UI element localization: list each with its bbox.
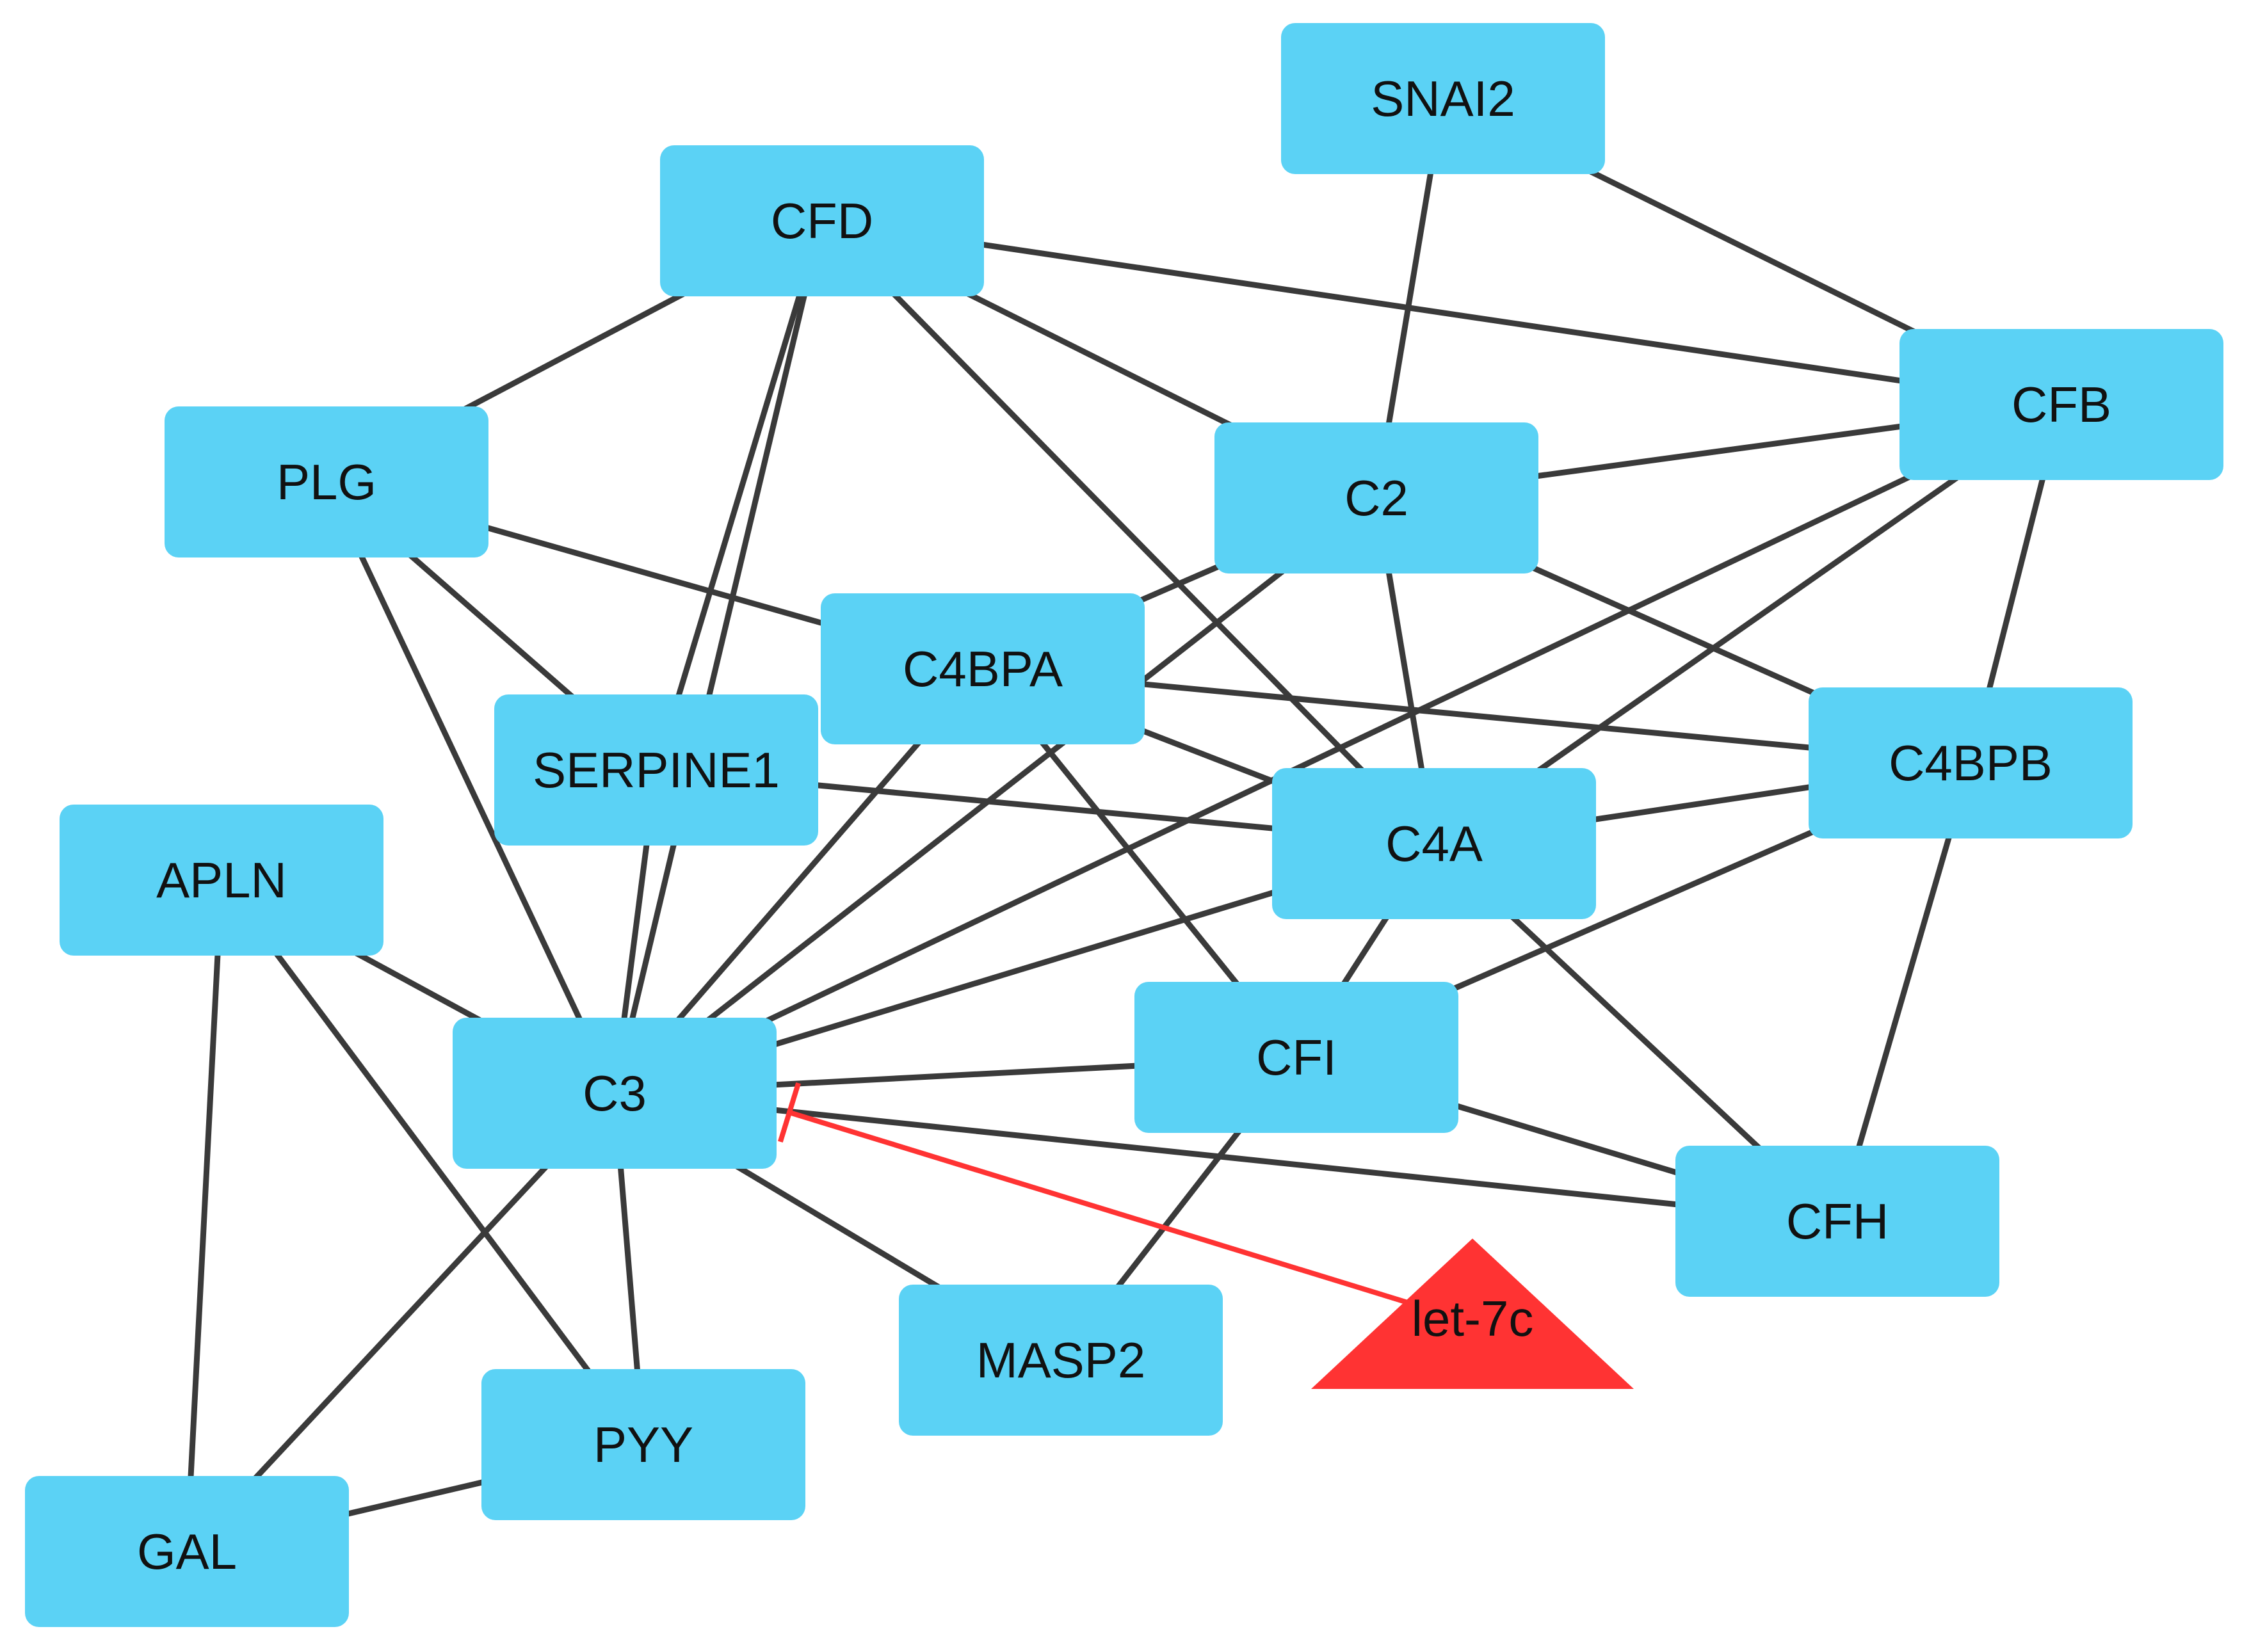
edge-c3-gal	[184, 1091, 617, 1554]
node-c4bpb-shape	[1809, 687, 2133, 838]
node-label: CFB	[2012, 376, 2111, 433]
node-cfi-shape	[1134, 982, 1458, 1133]
node-c3-shape	[453, 1018, 777, 1169]
node-label: SERPINE1	[533, 742, 780, 798]
node-label: let-7c	[1412, 1290, 1534, 1347]
node-masp2-shape	[899, 1285, 1223, 1436]
edge-c2-c3	[613, 495, 1378, 1096]
node-gal[interactable]: GAL	[25, 1476, 349, 1627]
edge-let-7c-c3-tbar	[778, 1082, 801, 1143]
node-cfb[interactable]: CFB	[1899, 329, 2223, 480]
node-let-7c-shape	[1311, 1239, 1634, 1389]
node-c4bpa-shape	[821, 593, 1145, 744]
node-label: APLN	[156, 852, 287, 908]
node-c4bpa[interactable]: C4BPA	[821, 593, 1145, 744]
edge-cfd-c3	[611, 220, 825, 1095]
node-cfb-shape	[1899, 329, 2223, 480]
node-masp2[interactable]: MASP2	[899, 1285, 1223, 1436]
node-serpine1-shape	[494, 694, 818, 846]
node-label: CFH	[1786, 1193, 1889, 1249]
node-snai2-shape	[1281, 23, 1605, 174]
node-label: C2	[1344, 470, 1408, 526]
node-cfd[interactable]: CFD	[660, 145, 984, 296]
edge-cfd-c4a	[819, 218, 1437, 846]
node-label: C4BPA	[903, 641, 1063, 697]
edge-let-7c-c3	[788, 1110, 1461, 1321]
edge-plg-c3	[323, 481, 618, 1095]
edge-c3-cfh	[614, 1090, 1838, 1224]
node-label: C4BPB	[1889, 735, 2052, 791]
edge-c4bpb-cfh	[1834, 762, 1974, 1223]
node-label: GAL	[137, 1523, 237, 1580]
node-label: MASP2	[976, 1332, 1145, 1388]
edge-cfd-cfb	[821, 218, 2062, 408]
node-c4bpb[interactable]: C4BPB	[1809, 687, 2133, 838]
node-label: PLG	[277, 454, 376, 510]
node-c2-shape	[1214, 422, 1538, 573]
node-cfh[interactable]: CFH	[1675, 1146, 1999, 1297]
node-let-7c[interactable]: let-7c	[1311, 1239, 1634, 1389]
node-label: SNAI2	[1371, 70, 1515, 127]
node-serpine1[interactable]: SERPINE1	[494, 694, 818, 846]
node-gal-shape	[25, 1476, 349, 1627]
node-cfi[interactable]: CFI	[1134, 982, 1458, 1133]
edge-cfb-c3	[613, 401, 2063, 1096]
node-label: CFI	[1256, 1029, 1337, 1086]
node-apln[interactable]: APLN	[60, 805, 383, 956]
edge-apln-gal	[184, 879, 225, 1552]
edge-apln-pyy	[219, 878, 646, 1447]
node-label: C4A	[1385, 815, 1483, 872]
node-cfh-shape	[1675, 1146, 1999, 1297]
node-c4a-shape	[1272, 768, 1596, 919]
edge-c4bpa-c4bpb	[982, 666, 1971, 766]
node-pyy[interactable]: PYY	[481, 1369, 805, 1520]
node-label: PYY	[593, 1416, 693, 1473]
node-c2[interactable]: C2	[1214, 422, 1538, 573]
edge-cfd-serpine1	[653, 220, 825, 771]
node-c4a[interactable]: C4A	[1272, 768, 1596, 919]
node-c3[interactable]: C3	[453, 1018, 777, 1169]
node-cfd-shape	[660, 145, 984, 296]
node-label: CFD	[771, 193, 873, 249]
node-pyy-shape	[481, 1369, 805, 1520]
node-label: C3	[583, 1065, 647, 1121]
node-apln-shape	[60, 805, 383, 956]
node-plg[interactable]: PLG	[165, 406, 488, 557]
node-plg-shape	[165, 406, 488, 557]
node-snai2[interactable]: SNAI2	[1281, 23, 1605, 174]
